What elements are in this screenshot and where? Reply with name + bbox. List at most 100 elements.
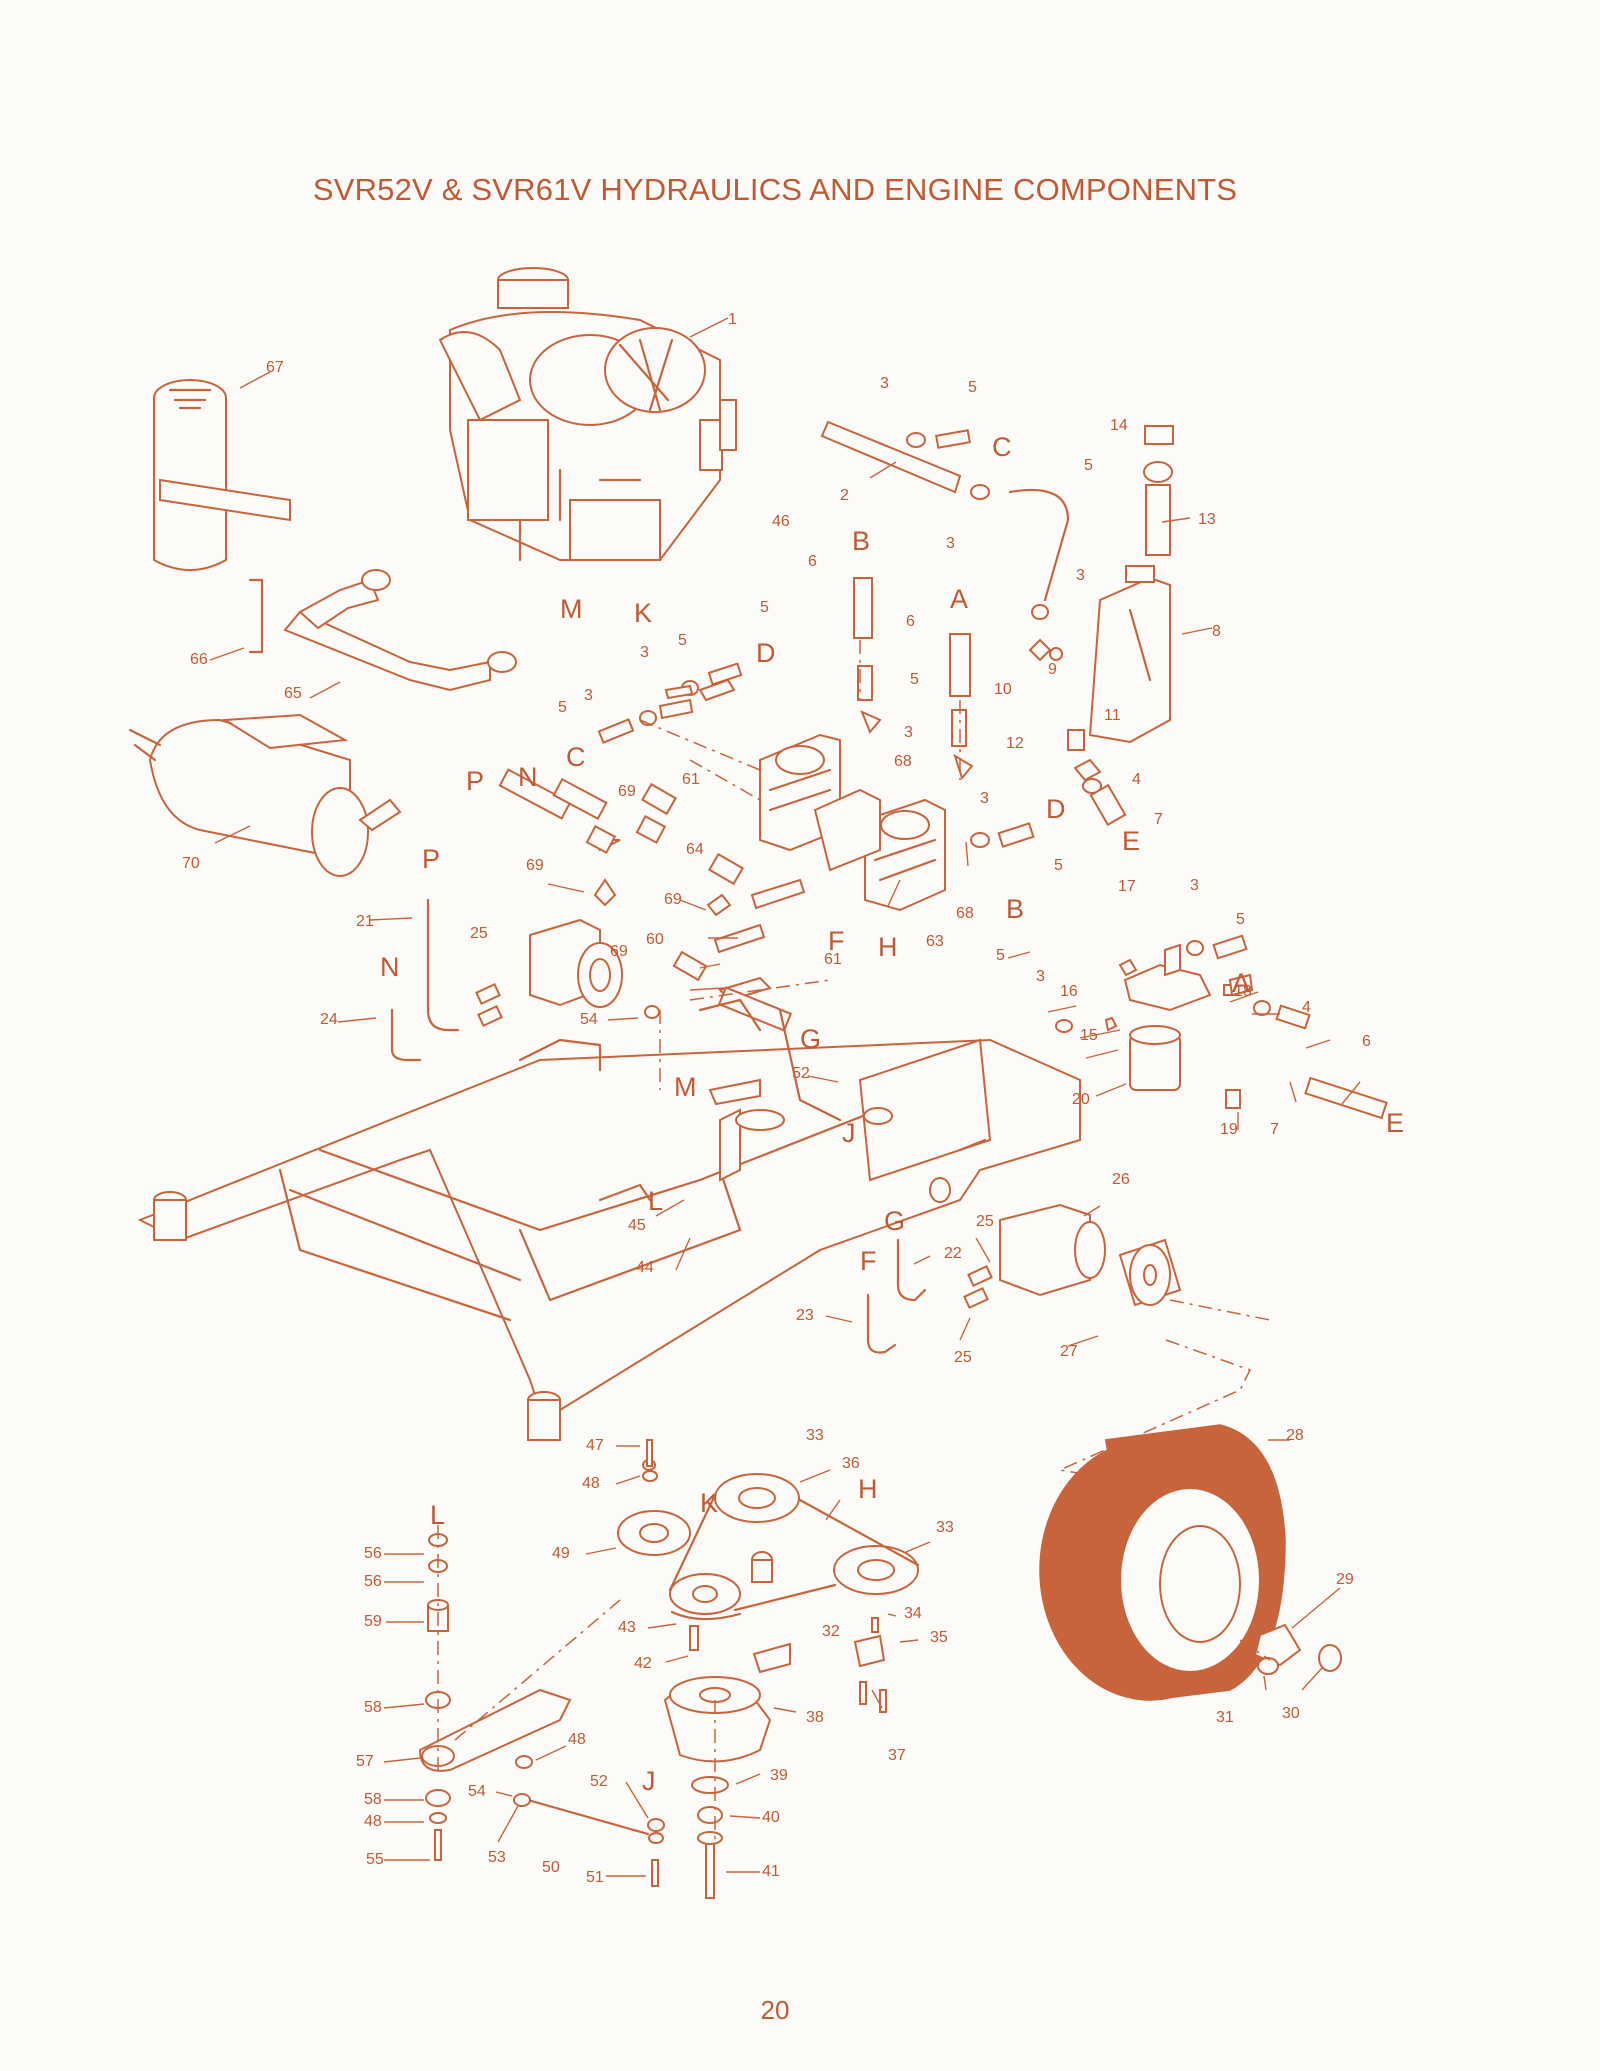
callout: 38 — [806, 1709, 824, 1726]
callout: 27 — [1060, 1343, 1078, 1360]
callout: 70 — [182, 855, 200, 872]
callout: 47 — [586, 1437, 604, 1454]
callout: 5 — [996, 947, 1005, 964]
callout: 3 — [880, 375, 889, 392]
letter-label: D — [756, 638, 776, 668]
callout: 61 — [824, 951, 842, 968]
letter-label: N — [380, 952, 400, 982]
callout: 56 — [364, 1545, 382, 1562]
callout: 69 — [526, 857, 544, 874]
callout: 5 — [1236, 911, 1245, 928]
letter-label: B — [852, 526, 870, 556]
hydraulic-filter — [1055, 934, 1388, 1120]
callout: 6 — [808, 553, 817, 570]
connection-letters: C B A M K D C P N E D P F H B A N G M J … — [380, 432, 1404, 1796]
drive-tire — [1039, 1424, 1342, 1701]
callout: 17 — [1118, 878, 1136, 895]
callout: 25 — [976, 1213, 994, 1230]
callout: 30 — [1282, 1705, 1300, 1722]
hydraulic-lines-pn — [390, 898, 503, 1062]
callout: 42 — [634, 1655, 652, 1672]
hydraulic-fittings — [498, 678, 806, 1032]
engine — [438, 267, 737, 562]
muffler — [128, 713, 402, 877]
callout: 5 — [1054, 857, 1063, 874]
callout: 31 — [1216, 1709, 1234, 1726]
callout: 52 — [792, 1065, 810, 1082]
callout: 9 — [1048, 661, 1057, 678]
callout: 58 — [364, 1791, 382, 1808]
callout: 11 — [1104, 707, 1121, 724]
callout: 32 — [822, 1623, 840, 1640]
letter-label: H — [858, 1474, 878, 1504]
letter-label: D — [1046, 794, 1066, 824]
letter-label: E — [1386, 1108, 1404, 1138]
callout: 58 — [364, 1699, 382, 1716]
callout: 29 — [1336, 1571, 1354, 1588]
callout: 60 — [646, 931, 664, 948]
callout: 48 — [364, 1813, 382, 1830]
hydro-pumps — [759, 733, 946, 912]
callout: 45 — [628, 1217, 646, 1234]
callout: 5 — [760, 599, 769, 616]
electric-clutch — [663, 1617, 887, 1899]
callout: 16 — [1060, 983, 1078, 1000]
letter-label: B — [1006, 894, 1024, 924]
wheel-motor-left — [529, 918, 660, 1019]
callout: 20 — [1072, 1091, 1090, 1108]
callout: 67 — [266, 359, 284, 376]
letter-label: J — [842, 1118, 856, 1148]
callout: 33 — [806, 1427, 824, 1444]
letter-label: A — [1232, 968, 1250, 998]
callout: 26 — [1112, 1171, 1130, 1188]
letter-label: K — [700, 1488, 718, 1518]
callout: 54 — [468, 1783, 486, 1800]
callout: 69 — [664, 891, 682, 908]
callout: 21 — [356, 913, 374, 930]
callout: 22 — [944, 1245, 962, 1262]
callout: 68 — [894, 753, 912, 770]
letter-label: P — [422, 844, 440, 874]
callout: 25 — [470, 925, 488, 942]
callout: 44 — [636, 1259, 654, 1276]
callout: 57 — [356, 1753, 374, 1770]
callout: 3 — [1076, 567, 1085, 584]
callout: 8 — [1212, 623, 1221, 640]
page-title: SVR52V & SVR61V HYDRAULICS AND ENGINE CO… — [312, 172, 1238, 207]
callout: 24 — [320, 1011, 338, 1028]
callout: 7 — [1154, 811, 1163, 828]
callout: 3 — [946, 535, 955, 552]
callout: 53 — [488, 1849, 506, 1866]
callout: 5 — [968, 379, 977, 396]
callout: 33 — [936, 1519, 954, 1536]
callout: 64 — [686, 841, 704, 858]
callout: 43 — [618, 1619, 636, 1636]
page-number: 20 — [760, 1995, 790, 2025]
callout: 3 — [1036, 968, 1045, 985]
letter-label: G — [800, 1024, 821, 1054]
letter-label: J — [642, 1766, 656, 1796]
callout: 25 — [954, 1349, 972, 1366]
leader-arrows — [209, 317, 1361, 1877]
idler-arm — [418, 1439, 665, 1887]
callout-numbers: 1 67 3 5 2 5 3 14 13 46 6 3 8 6 5 10 9 6… — [182, 311, 1371, 1886]
callout: 56 — [364, 1573, 382, 1590]
callout: 63 — [926, 933, 944, 950]
letter-label: F — [828, 926, 845, 956]
fuel-tank — [1067, 425, 1174, 827]
letter-label: C — [566, 742, 586, 772]
assembly-guide-lines — [437, 640, 1271, 1840]
callout: 15 — [1080, 1027, 1098, 1044]
callout: 35 — [930, 1629, 948, 1646]
callout: 10 — [994, 681, 1012, 698]
callout: 5 — [558, 699, 567, 716]
callout: 59 — [364, 1613, 382, 1630]
callout: 13 — [1198, 511, 1216, 528]
callout: 4 — [1132, 771, 1141, 788]
callout: 69 — [610, 943, 628, 960]
letter-label: M — [560, 594, 583, 624]
callout: 2 — [840, 487, 849, 504]
callout: 49 — [552, 1545, 570, 1562]
callout: 52 — [590, 1773, 608, 1790]
